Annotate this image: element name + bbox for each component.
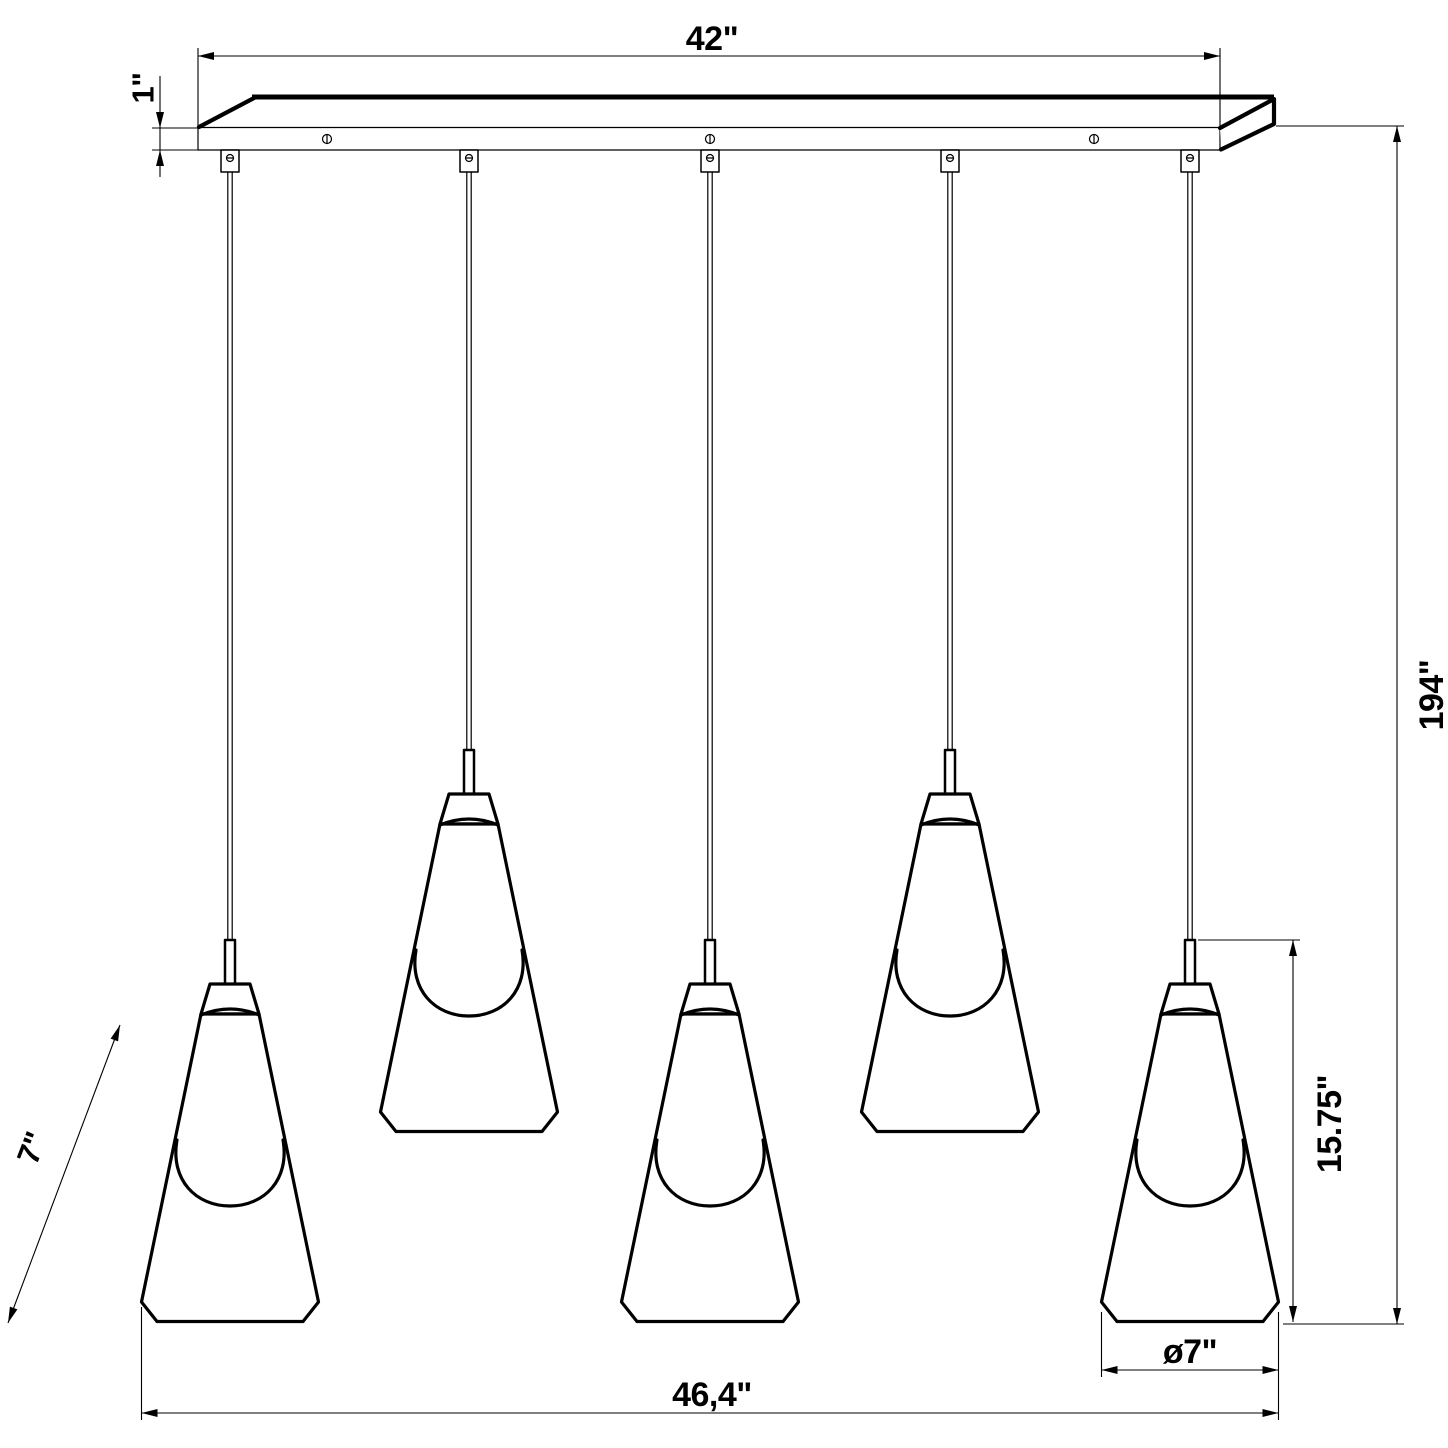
dimension-canopy-thickness: 1" (126, 73, 200, 177)
cord (466, 171, 472, 751)
dimension-canopy-length: 42" (197, 20, 1221, 127)
dimension-shade-height: 15.75" (1198, 939, 1349, 1322)
max-height-label: 194" (1413, 660, 1448, 731)
pendant-3 (619, 171, 801, 1324)
dimension-overall-length: 46,4" (140, 1307, 1279, 1420)
dimension-canopy-depth: 7" (7, 1024, 121, 1324)
dimension-shade-diameter: ø7" (1100, 1312, 1280, 1420)
shade-height-label: 15.75" (1311, 1075, 1349, 1173)
cord (227, 171, 233, 941)
canopy-length-label: 42" (686, 20, 738, 58)
pendant-5 (1099, 171, 1281, 1324)
pendant-2 (378, 171, 560, 1134)
cord (707, 171, 713, 941)
shade-diameter-label: ø7" (1163, 1333, 1217, 1371)
cord-grips (220, 149, 1200, 173)
ceiling-canopy (196, 94, 1277, 173)
cord (947, 171, 953, 751)
canopy-end-face (1217, 96, 1277, 152)
pendant-1 (139, 171, 321, 1324)
pendant-4 (859, 171, 1041, 1134)
overall-length-label: 46,4" (672, 1376, 752, 1414)
canopy-screws (321, 133, 1100, 145)
dimension-max-height: 194" (1276, 125, 1448, 1325)
canopy-depth-label: 7" (10, 1127, 54, 1168)
canopy-front-face (197, 126, 1221, 151)
canopy-thickness-label: 1" (126, 73, 161, 104)
canopy-left-bevel (196, 95, 258, 130)
cord (1187, 171, 1193, 941)
